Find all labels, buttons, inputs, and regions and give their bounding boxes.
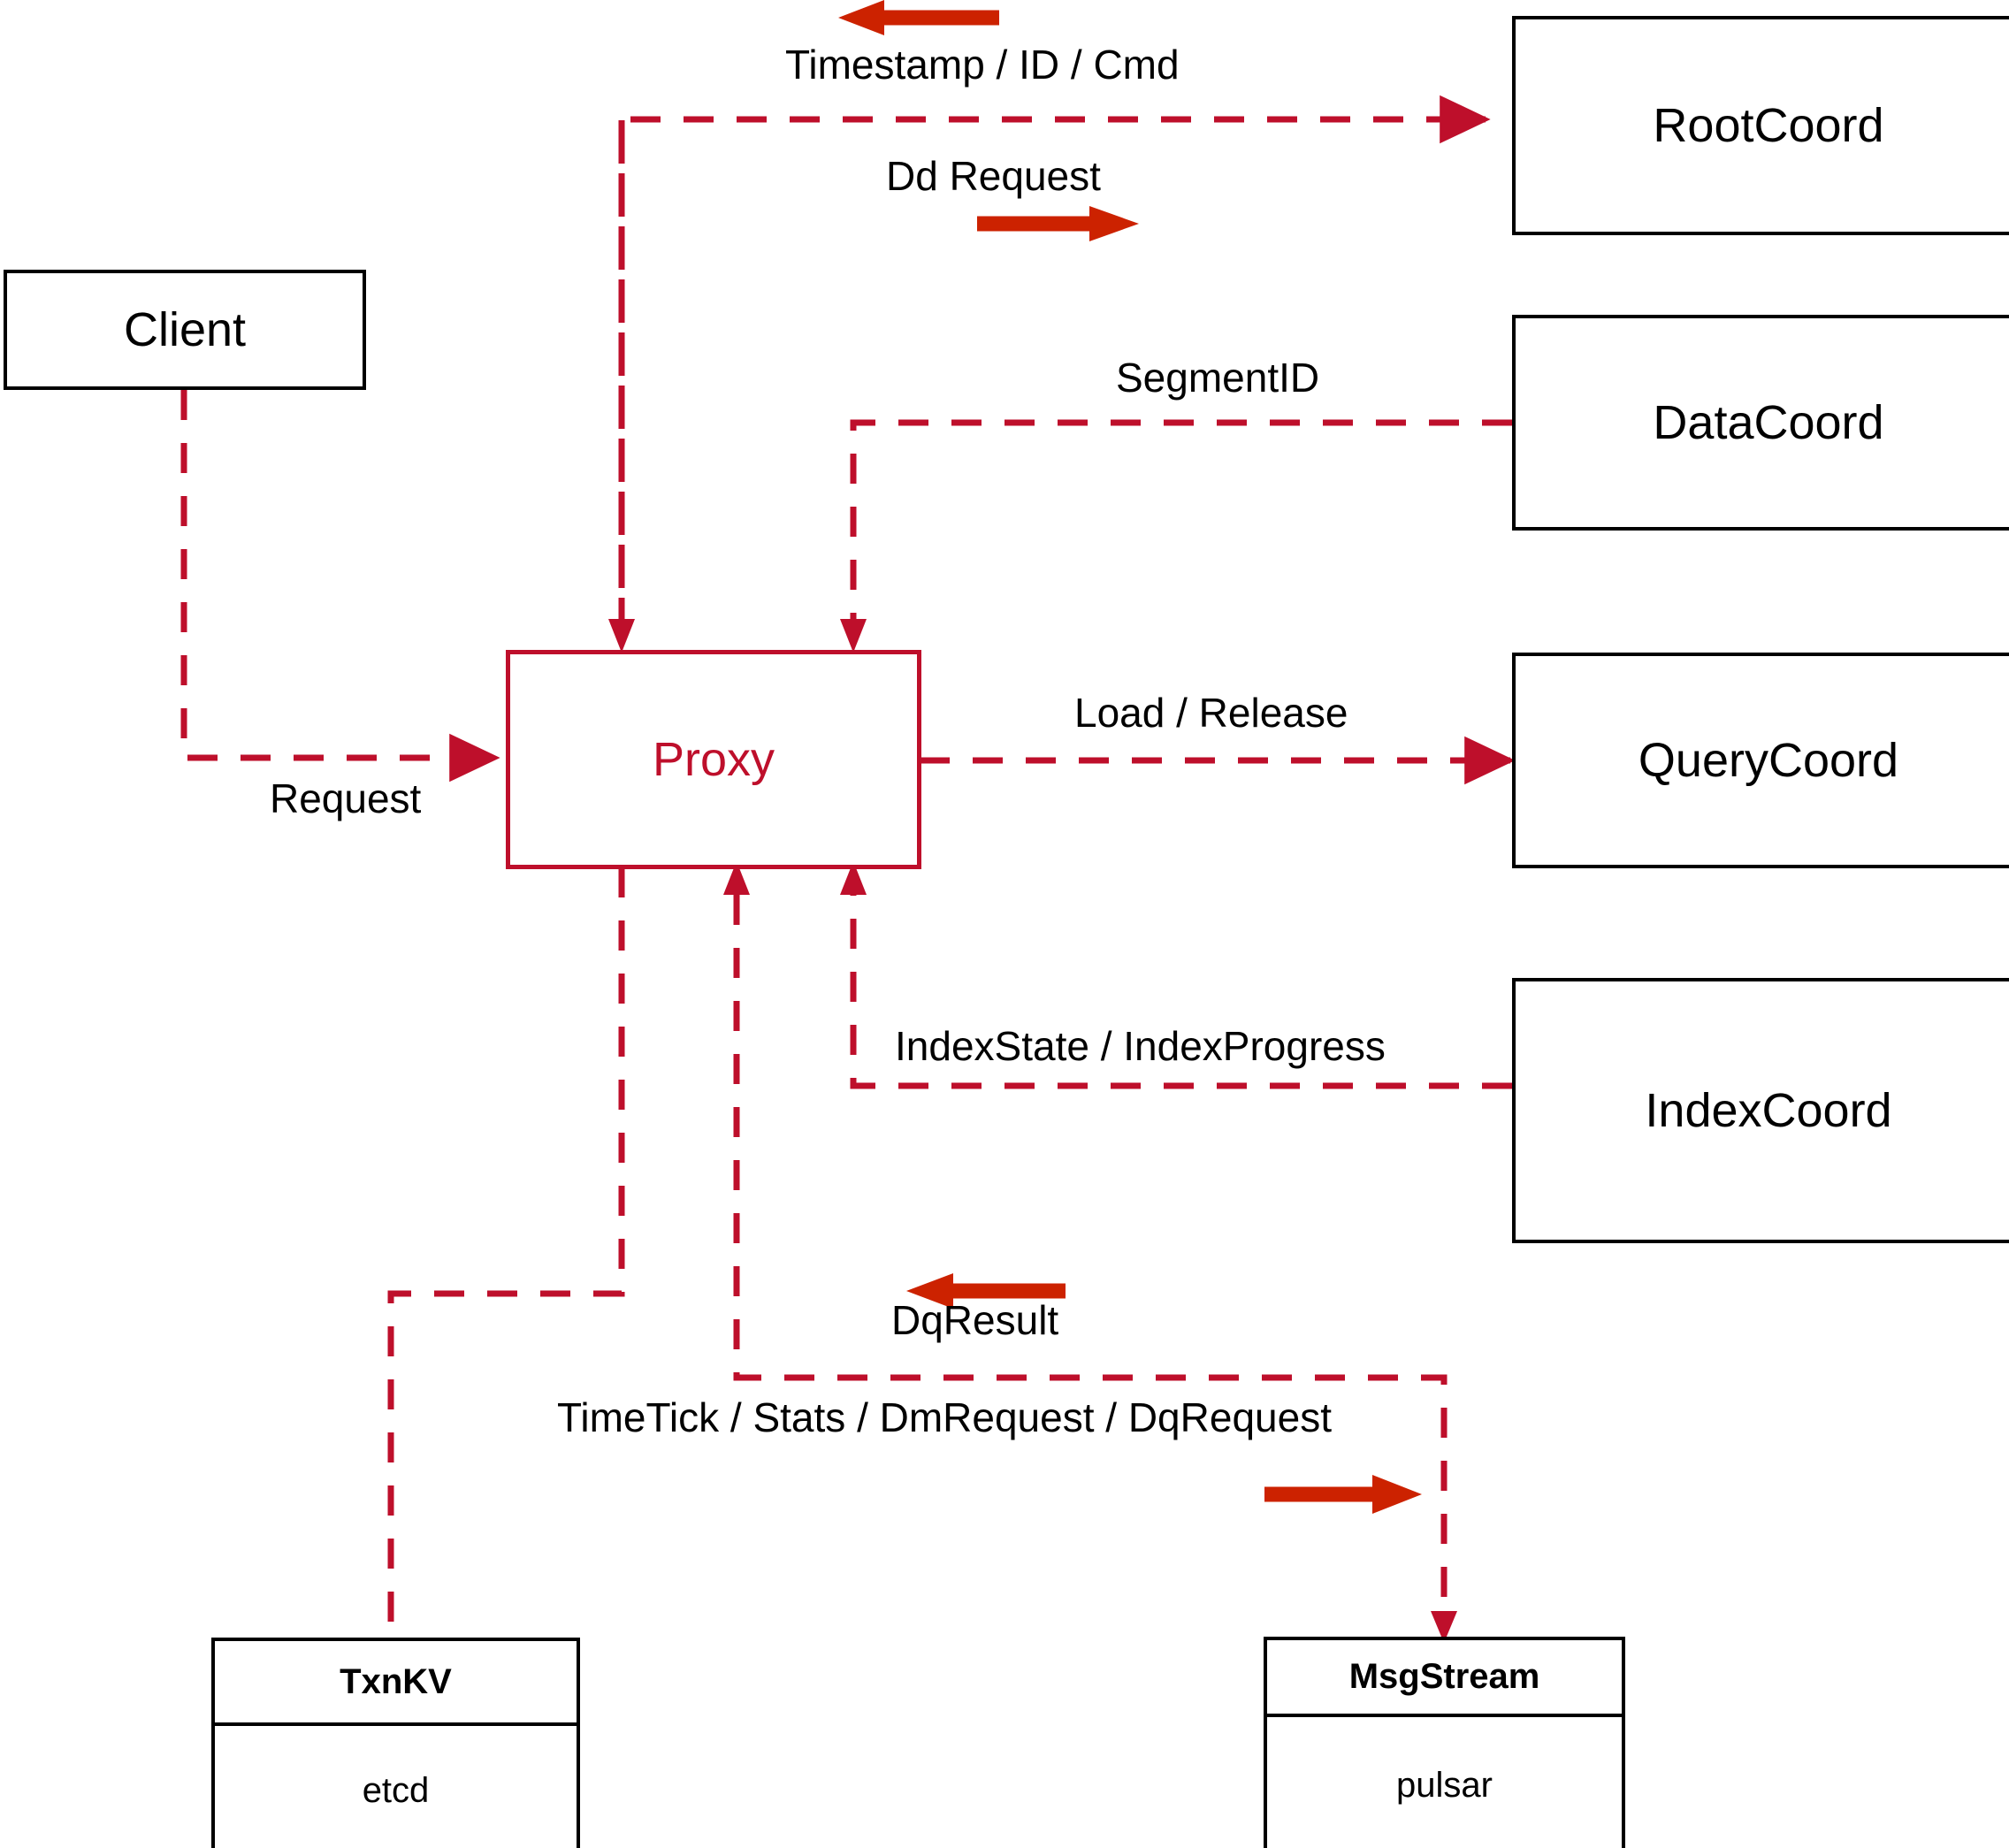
node-msgstream-subtitle: pulsar <box>1396 1766 1493 1805</box>
node-txnkv-subtitle: etcd <box>362 1770 430 1810</box>
node-datacoord[interactable]: DataCoord <box>1512 315 2009 531</box>
node-indexcoord-label: IndexCoord <box>1645 1084 1892 1137</box>
edge-datacoord-to-proxy <box>840 419 1512 653</box>
edge-label-timetick-stats-dmrequest-dqrequest: TimeTick / Stats / DmRequest / DqRequest <box>557 1394 1332 1440</box>
edge-indexcoord-to-proxy <box>840 861 1512 1089</box>
edge-label-dd-request: Dd Request <box>886 153 1101 199</box>
edge-label-segmentid: SegmentID <box>1116 355 1320 401</box>
node-txnkv-header: TxnKV <box>215 1641 577 1726</box>
node-rootcoord-label: RootCoord <box>1653 99 1884 152</box>
direction-arrow-timestamp-left <box>838 0 999 35</box>
edge-label-indexstate-indexprogress: IndexState / IndexProgress <box>895 1023 1386 1069</box>
node-msgstream-title: MsgStream <box>1348 1657 1540 1696</box>
direction-arrow-dqresult-left <box>906 1273 1066 1309</box>
edge-proxy-to-rootcoord <box>608 95 1491 653</box>
edge-proxy-to-txnkv <box>387 867 625 1638</box>
direction-arrow-dd-request-right <box>977 206 1139 241</box>
node-txnkv-body: etcd <box>215 1726 577 1848</box>
node-querycoord-label: QueryCoord <box>1638 734 1899 787</box>
node-txnkv-title: TxnKV <box>340 1661 452 1701</box>
node-msgstream[interactable]: MsgStream pulsar <box>1264 1637 1625 1848</box>
edge-label-load-release: Load / Release <box>1074 690 1348 736</box>
node-msgstream-body: pulsar <box>1267 1717 1622 1848</box>
direction-arrow-dqrequest-right <box>1264 1475 1422 1514</box>
node-client-label: Client <box>123 303 247 356</box>
node-msgstream-header: MsgStream <box>1267 1640 1622 1717</box>
edge-client-to-proxy <box>180 390 500 783</box>
node-client[interactable]: Client <box>4 270 366 390</box>
edge-label-dqresult: DqResult <box>891 1297 1059 1343</box>
node-indexcoord[interactable]: IndexCoord <box>1512 978 2009 1243</box>
node-rootcoord[interactable]: RootCoord <box>1512 16 2009 235</box>
node-datacoord-label: DataCoord <box>1653 396 1884 449</box>
edge-label-request: Request <box>270 775 422 821</box>
node-txnkv[interactable]: TxnKV etcd <box>211 1638 580 1848</box>
node-proxy[interactable]: Proxy <box>506 650 921 869</box>
node-proxy-label: Proxy <box>652 733 775 786</box>
edge-proxy-msgstream <box>723 861 1457 1643</box>
node-querycoord[interactable]: QueryCoord <box>1512 653 2009 868</box>
edge-label-timestamp-id-cmd: Timestamp / ID / Cmd <box>785 42 1180 88</box>
